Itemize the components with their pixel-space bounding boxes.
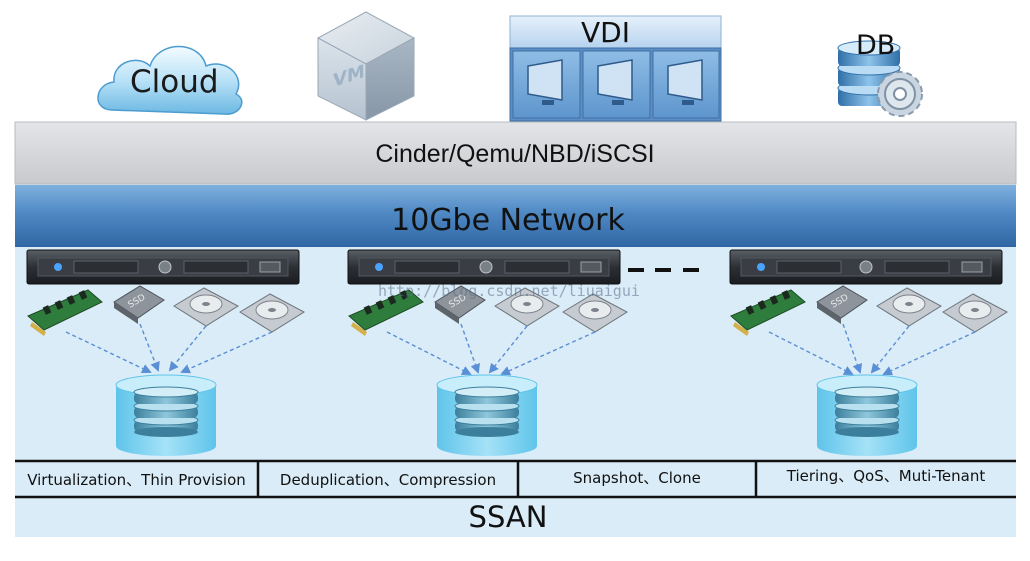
protocol-bar: [14, 121, 1017, 185]
db-label: DB: [856, 30, 896, 61]
storage-node-3-server: [729, 249, 1003, 285]
hdd-icon: [942, 293, 1009, 333]
hdd-icon: [239, 293, 306, 333]
feature-snapshot: Snapshot、Clone: [573, 469, 701, 487]
node-1-arrows: [65, 323, 273, 374]
disk-stack-icon: [454, 386, 520, 437]
protocol-layer-label: Cinder/Qemu/NBD/iSCSI: [375, 140, 655, 168]
hdd-icon: [876, 287, 943, 327]
database-icon: [837, 40, 923, 117]
node-3-arrows: [768, 323, 976, 376]
storage-pool-2: [436, 374, 538, 456]
storage-pool-3: [816, 374, 918, 456]
disk-stack-icon: [834, 386, 900, 437]
vm-icon: [316, 11, 416, 121]
vdi-desktop-3: [652, 50, 720, 119]
pcie-flash-card-icon: [348, 289, 424, 336]
ssd-icon: SSD: [113, 285, 165, 324]
ssd-icon: SSD: [434, 285, 486, 324]
storage-node-1-server: [26, 249, 300, 285]
vdi-desktop-1: [512, 50, 581, 119]
network-layer-label: 10Gbe Network: [391, 203, 625, 238]
feature-virtualization: Virtualization、Thin Provision: [27, 471, 246, 489]
gear-icon: [877, 71, 923, 117]
more-nodes-ellipsis: [628, 268, 699, 272]
pcie-flash-card-icon: [730, 289, 806, 336]
watermark: http://blog.csdn.net/liuaigui: [378, 282, 640, 300]
disk-stack-icon: [133, 386, 199, 437]
vdi-icon: [509, 15, 722, 122]
ssd-icon: SSD: [816, 285, 868, 324]
storage-node-2-server: [347, 249, 621, 285]
network-bar: [15, 185, 1016, 247]
feature-tiering: Tiering、QoS、Muti-Tenant: [786, 467, 986, 485]
vdi-desktop-2: [582, 50, 651, 119]
pcie-flash-card-icon: [27, 289, 103, 336]
ssan-label: SSAN: [468, 500, 548, 534]
cloud-label: Cloud: [130, 64, 219, 100]
hdd-icon: [173, 287, 240, 327]
feature-deduplication: Deduplication、Compression: [279, 471, 497, 489]
hdd-icon: [494, 287, 561, 327]
hdd-icon: [562, 293, 629, 333]
vdi-label: VDI: [581, 16, 630, 49]
node-2-arrows: [386, 323, 596, 376]
storage-pool-1: [115, 374, 217, 456]
feature-strip: [15, 459, 1016, 499]
